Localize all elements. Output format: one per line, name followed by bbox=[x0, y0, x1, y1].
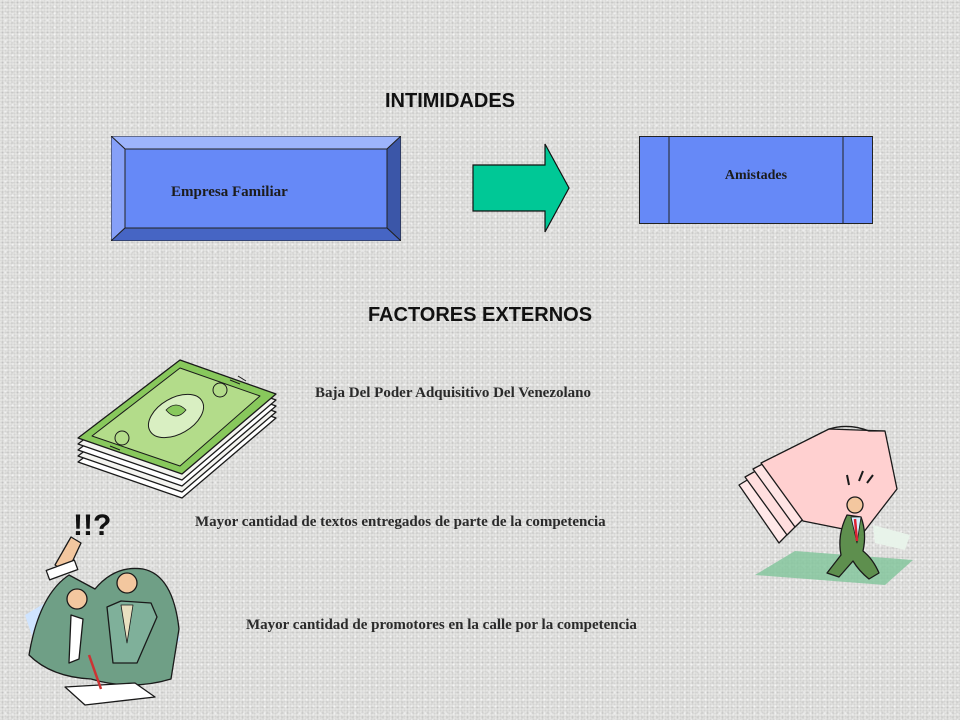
intimidades-title: INTIMIDADES bbox=[385, 90, 515, 112]
amistades-box: Amistades bbox=[639, 136, 873, 224]
papers-burden-icon bbox=[738, 425, 913, 585]
process-box-shape bbox=[639, 136, 873, 224]
svg-text:!!?: !!? bbox=[73, 509, 111, 542]
factor-item-promotores-competencia: Mayor cantidad de promotores en la calle… bbox=[246, 617, 637, 633]
factor-item-poder-adquisitivo: Baja Del Poder Adquisitivo Del Venezolan… bbox=[315, 385, 591, 401]
money-stack-icon bbox=[77, 359, 277, 499]
amistades-label: Amistades bbox=[724, 168, 788, 183]
right-arrow-icon bbox=[472, 143, 570, 233]
factores-externos-title: FACTORES EXTERNOS bbox=[367, 304, 593, 326]
empresa-familiar-box: Empresa Familiar bbox=[111, 136, 401, 241]
bevel-box-shape bbox=[111, 136, 401, 241]
empresa-familiar-label: Empresa Familiar bbox=[171, 184, 288, 200]
factor-item-textos-competencia: Mayor cantidad de textos entregados de p… bbox=[195, 514, 606, 530]
stressed-people-icon: !!? bbox=[25, 509, 180, 706]
